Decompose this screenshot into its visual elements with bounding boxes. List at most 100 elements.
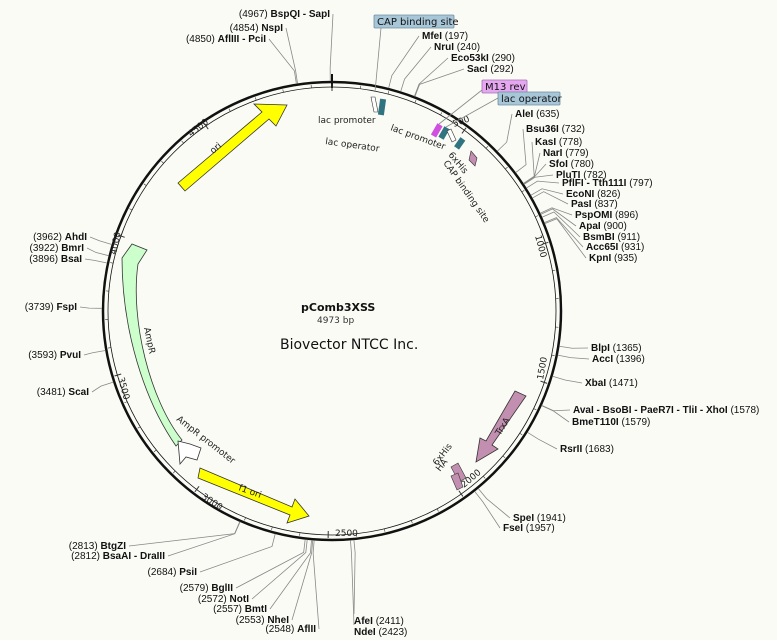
- leader-line: [269, 540, 312, 610]
- ruler-label-1000: 1000: [532, 234, 548, 259]
- leader-line: [541, 405, 570, 423]
- site-label-acci: AccI (1396): [592, 354, 645, 365]
- site-label-psii: (2684) PsiI: [148, 567, 198, 578]
- lac-promoter-1-label: lac promoter: [318, 116, 376, 126]
- leader-line: [350, 540, 355, 626]
- lac-promoter-2-feature: [446, 128, 457, 143]
- site-label-bsmbi: BsmBI (911): [583, 232, 640, 243]
- leader-line: [477, 488, 511, 519]
- leader-line: [552, 375, 583, 384]
- site-label-afei: AfeI (2411): [354, 616, 404, 627]
- ruler-tick: [541, 241, 549, 245]
- site-label-nhei: (2553) NheI: [236, 615, 290, 626]
- site-label-nspi: (4854) NspI: [230, 23, 284, 34]
- ruler-tick: [282, 89, 284, 93]
- site-label-saci: SacI (292): [467, 64, 514, 75]
- ruler-tick: [458, 490, 464, 497]
- site-label-bmet110i: BmeT110I (1579): [572, 417, 650, 428]
- ruler-tick: [502, 455, 506, 459]
- site-label-rsrii: RsrII (1683): [560, 444, 614, 455]
- leader-line: [86, 247, 109, 257]
- leader-line: [544, 217, 584, 248]
- site-label-fspi: (3739) FspI: [25, 302, 77, 313]
- site-label-scai: (3481) ScaI: [37, 387, 89, 398]
- leader-line: [544, 218, 587, 259]
- ruler-label-2500: 2500: [335, 529, 358, 539]
- ruler-tick: [551, 354, 555, 356]
- ruler-label-3000: 3000: [199, 492, 224, 513]
- leader-line: [523, 174, 554, 185]
- ori-feature: [177, 103, 288, 192]
- ruler-tick: [485, 145, 489, 149]
- restriction-site-labels: MfeI (197)NruI (240)Eco53kI (290)SacI (2…: [25, 9, 760, 638]
- ruler-tick: [254, 97, 257, 101]
- site-label-eco53ki: Eco53kI (290): [451, 53, 515, 64]
- site-label-fsei: FseI (1957): [503, 523, 555, 534]
- ruler-tick: [535, 215, 539, 218]
- ruler-ticks: [105, 84, 559, 538]
- ruler-tick: [181, 140, 184, 144]
- ruler-tick: [117, 234, 125, 238]
- m13-rev-box: M13 rev: [438, 79, 528, 125]
- ruler-tick: [114, 373, 122, 377]
- leader-line: [128, 521, 241, 547]
- leader-line: [400, 46, 432, 92]
- m13-rev-text: M13 rev: [485, 82, 526, 93]
- ruler-tick: [124, 401, 128, 404]
- leader-line: [530, 188, 564, 196]
- site-label-blpi: BlpI (1365): [591, 343, 642, 354]
- leader-line: [285, 27, 298, 84]
- site-label-avai-bsobi-paer7i-tlii-xhoi: AvaI - BsoBI - PaeR7I - TliI - XhoI (157…: [573, 405, 759, 416]
- site-label-nrui: NruI (240): [434, 42, 480, 53]
- site-label-pvui: (3593) PvuI: [28, 350, 81, 361]
- site-label-xbai: XbaI (1471): [585, 378, 638, 389]
- site-label-bspqi-sapi: (4967) BspQI - SapI: [239, 9, 330, 20]
- leader-line: [532, 191, 569, 205]
- site-label-pluti: PluTI (782): [556, 170, 607, 181]
- leader-line: [235, 539, 306, 589]
- leader-line: [312, 540, 320, 630]
- trxa-feature: [475, 390, 527, 463]
- site-label-afliii-pcii: (4850) AflIII - PciI: [186, 34, 266, 45]
- his-feature-top: [468, 150, 478, 167]
- leader-line: [557, 354, 590, 360]
- company-name: Biovector NTCC Inc.: [280, 337, 418, 353]
- site-label-bsu36i: Bsu36I (732): [526, 124, 585, 135]
- leader-line: [540, 208, 577, 227]
- ampr-feature: [121, 243, 183, 447]
- leader-line: [353, 539, 356, 615]
- leader-line: [388, 35, 420, 89]
- site-label-sfoi: SfoI (780): [549, 159, 594, 170]
- leader-line: [83, 350, 106, 356]
- ha-feature: [450, 472, 464, 491]
- plasmid-name: pComb3XSS: [301, 301, 375, 314]
- ruler-tick: [161, 161, 164, 164]
- site-label-bmri: (3922) BmrI: [30, 243, 85, 254]
- ruler-tick: [384, 528, 386, 532]
- lac-operator-box: lac operator: [445, 91, 562, 128]
- ruler-tick: [533, 408, 537, 411]
- site-label-acc65i: Acc65I (931): [586, 242, 644, 253]
- lac-operator-2-feature: [438, 126, 450, 140]
- site-label-pasi: PasI (837): [571, 199, 618, 210]
- leader-lines: [79, 13, 590, 630]
- leader-line: [414, 57, 449, 97]
- site-label-pflfi-tth111i: PflFI - Tth111I (797): [562, 178, 653, 189]
- site-label-spei: SpeI (1941): [513, 513, 566, 524]
- m13-rev-feature: [430, 123, 443, 138]
- leader-line: [91, 381, 114, 393]
- lac-operator-1-label: lac operator: [325, 137, 381, 155]
- ruler-label-4000: 4000: [109, 231, 124, 256]
- leader-line: [523, 163, 547, 185]
- leader-line: [527, 431, 558, 450]
- ruler-tick: [137, 426, 141, 429]
- leader-line: [89, 236, 112, 245]
- site-label-econi: EcoNI (826): [566, 189, 620, 200]
- ruler-tick: [203, 123, 209, 130]
- ruler-tick: [271, 526, 273, 530]
- ruler-tick: [521, 190, 525, 193]
- site-label-ahdi: (3962) AhdI: [33, 232, 87, 243]
- leader-line: [559, 345, 589, 349]
- site-label-ndei: NdeI (2423): [354, 627, 407, 638]
